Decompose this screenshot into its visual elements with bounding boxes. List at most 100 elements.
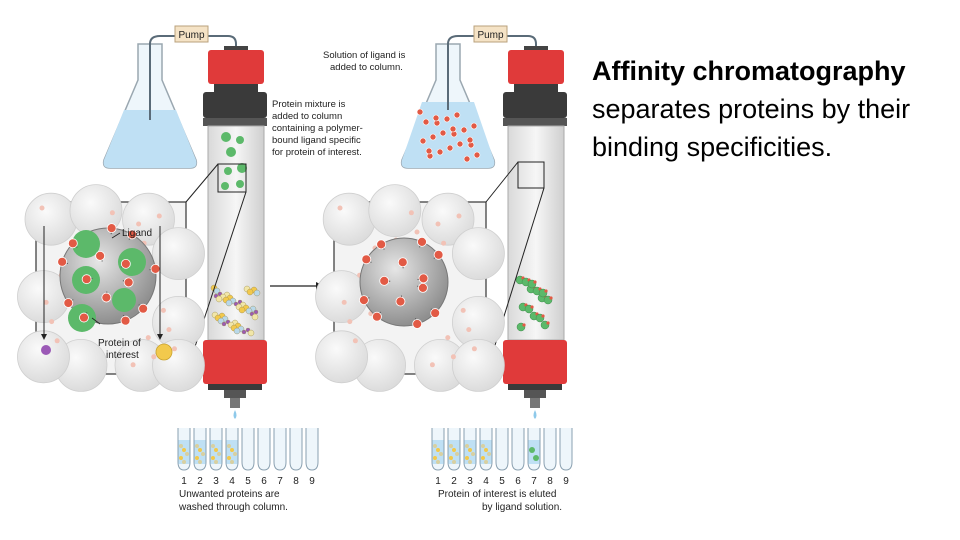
ligand xyxy=(101,292,112,303)
tube-number: 4 xyxy=(229,476,235,487)
tube-number: 8 xyxy=(293,476,299,487)
ligand xyxy=(422,118,430,126)
ligand xyxy=(425,147,433,155)
collection-tube xyxy=(495,428,509,471)
drop-right xyxy=(533,410,537,419)
background-bead xyxy=(152,227,205,281)
background-bead xyxy=(421,192,475,246)
tube-number: 1 xyxy=(435,476,441,487)
ligand xyxy=(379,275,390,286)
ligand xyxy=(433,249,444,260)
tube-protein xyxy=(487,452,491,456)
tube-protein xyxy=(179,456,183,460)
background-ligand-dot xyxy=(352,338,358,344)
ligand xyxy=(123,277,134,288)
left-apparatus: Pump xyxy=(17,25,406,513)
tube-protein xyxy=(182,448,186,452)
ligand xyxy=(95,250,106,261)
tube-protein xyxy=(185,452,189,456)
tube-protein xyxy=(179,444,183,448)
background-ligand-dot xyxy=(54,338,60,344)
ligand xyxy=(417,236,427,247)
tube-protein xyxy=(468,460,472,464)
mixture-note-2: added to column xyxy=(272,111,342,122)
tube-number: 7 xyxy=(277,476,283,487)
ligand xyxy=(549,296,553,300)
tube-number: 6 xyxy=(515,476,521,487)
ligand xyxy=(395,296,406,307)
purple-protein xyxy=(41,345,51,355)
collection-tube xyxy=(305,428,319,471)
tube-number: 2 xyxy=(451,476,457,487)
tube-protein xyxy=(211,444,215,448)
ligand-note-2: added to column. xyxy=(330,62,403,73)
collection-tube xyxy=(511,428,525,471)
zoom-square-right xyxy=(517,161,545,189)
ligand-note-1: Solution of ligand is xyxy=(323,50,406,61)
yellow-protein xyxy=(155,343,173,361)
tube-protein xyxy=(227,444,231,448)
column-protein xyxy=(253,309,259,315)
column-protein xyxy=(221,321,227,327)
slide-heading: Affinity chromatography xyxy=(592,56,906,86)
column-protein xyxy=(247,329,255,337)
tube-protein xyxy=(433,444,437,448)
background-ligand-dot xyxy=(435,221,441,227)
background-ligand-dot xyxy=(408,210,414,216)
collection-tube xyxy=(559,428,573,471)
mixed-proteins-left xyxy=(210,284,261,337)
ligand xyxy=(522,323,526,327)
column-protein xyxy=(233,327,241,335)
tube-protein xyxy=(529,447,535,453)
collection-tube xyxy=(241,428,255,471)
column-protein xyxy=(246,288,254,296)
background-ligand-dot xyxy=(39,205,45,211)
tube-protein xyxy=(439,452,443,456)
drop-left xyxy=(233,410,237,419)
pump-box-left xyxy=(174,25,209,43)
ligand xyxy=(456,140,464,148)
slide-text-block: Affinity chromatography separates protei… xyxy=(592,52,952,166)
background-ligand-dot xyxy=(429,362,435,368)
pump-label-left: Pump xyxy=(178,30,205,41)
tube-protein xyxy=(198,460,202,464)
pump-label-right: Pump xyxy=(477,30,504,41)
tube-protein xyxy=(433,456,437,460)
column-protein xyxy=(251,313,259,321)
collection-tube xyxy=(273,428,287,471)
tube-protein xyxy=(230,460,234,464)
tube-number: 1 xyxy=(181,476,187,487)
background-bead xyxy=(315,330,369,384)
ligand xyxy=(150,263,161,274)
eluted-proteins-right xyxy=(515,275,553,332)
ligand xyxy=(449,125,457,133)
background-beads-left xyxy=(17,184,205,392)
tube-protein xyxy=(484,448,488,452)
zoom-square-left xyxy=(217,163,247,193)
tube-protein xyxy=(217,452,221,456)
tube-protein xyxy=(230,448,234,452)
background-bead xyxy=(322,192,376,246)
tube-protein xyxy=(452,448,456,452)
tube-protein xyxy=(195,456,199,460)
ligand xyxy=(443,115,451,123)
background-ligand-dot xyxy=(471,346,477,352)
left-caption-2: washed through column. xyxy=(178,502,288,513)
tube-protein xyxy=(481,444,485,448)
tube-protein xyxy=(201,452,205,456)
feed-tubing-left xyxy=(149,35,175,120)
pump-tubing-left xyxy=(208,35,237,50)
polymer-bead-right xyxy=(359,237,449,327)
background-bead xyxy=(368,184,422,238)
ligand xyxy=(533,280,537,284)
background-ligand-dot xyxy=(156,213,162,219)
tube-protein xyxy=(227,456,231,460)
ligand xyxy=(120,315,131,326)
tube-number: 9 xyxy=(309,476,315,487)
top-dark-cap-right xyxy=(503,92,567,118)
ligand xyxy=(430,308,441,318)
background-ligand-dot xyxy=(456,213,462,219)
tube-protein xyxy=(214,460,218,464)
ligand xyxy=(530,305,534,309)
